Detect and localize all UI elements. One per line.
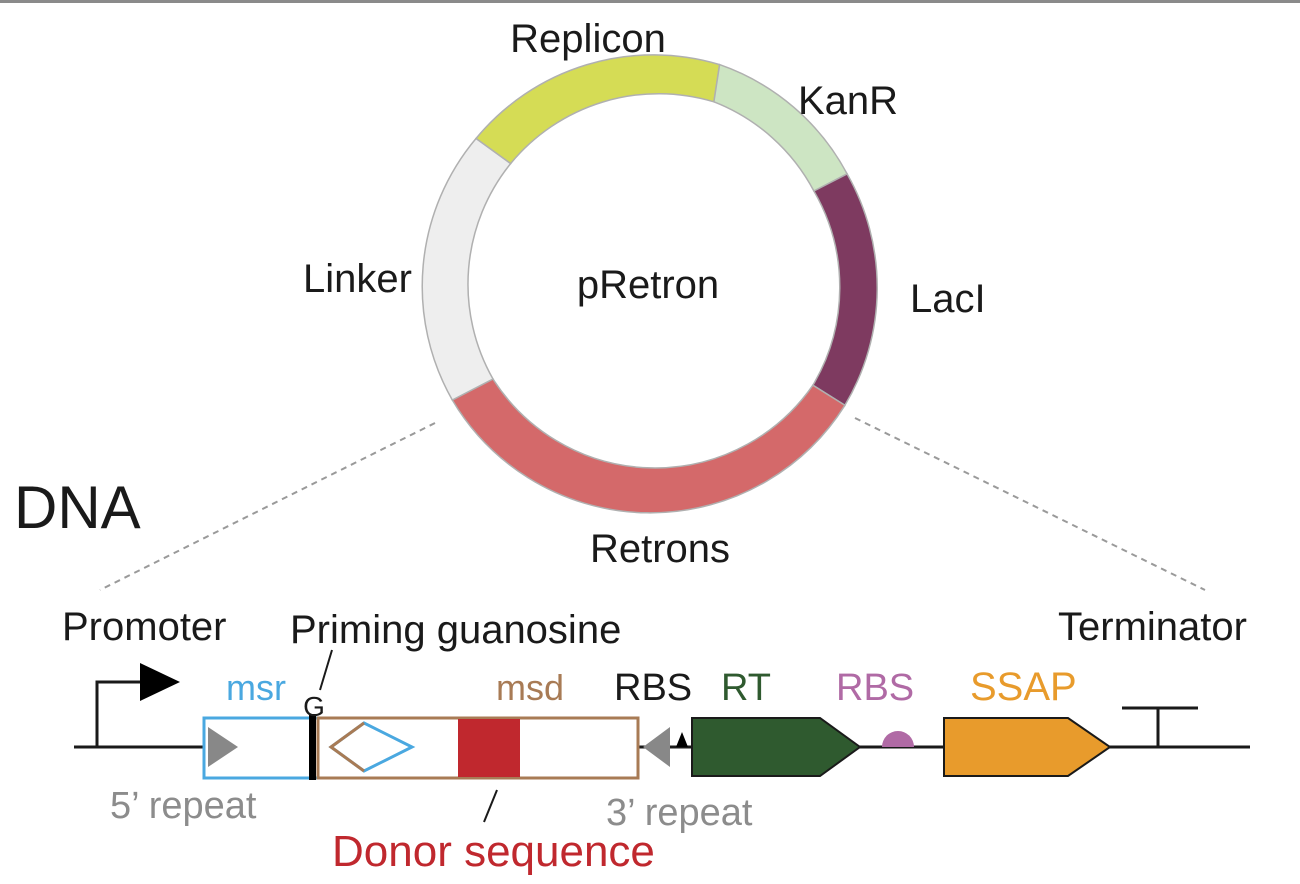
rt-gene (691, 717, 862, 777)
rt-label: RT (721, 667, 771, 709)
linker-label: Linker (303, 257, 412, 301)
plasmid-segment-laci (811, 172, 878, 407)
plasmid-name: pRetron (577, 263, 719, 307)
rbs-2-icon (882, 731, 914, 747)
promoter-icon (95, 680, 142, 747)
priming-guanosine-label: Priming guanosine (290, 608, 621, 652)
construct: Promoter Priming guanosine G Terminator … (62, 605, 1250, 876)
ssap-gene (943, 717, 1112, 777)
rbs-2-label: RBS (836, 667, 914, 709)
plasmid-map: pRetron Replicon KanR LacI Retrons Linke… (303, 17, 986, 571)
donor-sequence-box (458, 719, 520, 777)
kanr-label: KanR (798, 79, 898, 123)
laci-label: LacI (910, 277, 986, 321)
replicon-label: Replicon (510, 17, 666, 61)
g-label: G (303, 691, 325, 722)
plasmid-segment-linker (421, 137, 512, 401)
msd-label: msd (496, 667, 564, 708)
plasmid-segment-retrons (451, 378, 846, 514)
repeat-3-icon (643, 727, 670, 767)
promoter-arrowhead-icon (140, 663, 180, 701)
rbs-1-icon (676, 732, 688, 747)
zoom-line-right (854, 417, 1206, 591)
zoom-line-left (99, 422, 436, 591)
donor-leader (483, 789, 498, 823)
donor-sequence-label: Donor sequence (332, 827, 655, 876)
repeat-3-label: 3’ repeat (606, 792, 753, 834)
rbs-1-label: RBS (614, 667, 692, 709)
plasmid-segment-replicon (474, 54, 721, 165)
priming-guanosine-leader (319, 649, 333, 691)
terminator-label: Terminator (1058, 605, 1247, 649)
section-title: DNA (14, 474, 141, 541)
priming-guanosine-mark (309, 714, 316, 780)
msr-label: msr (226, 667, 286, 708)
promoter-label: Promoter (62, 605, 227, 649)
msd-arrow-icon (328, 721, 365, 773)
repeat-5-label: 5’ repeat (110, 785, 257, 827)
repeat-5-icon (208, 727, 238, 767)
ssap-label: SSAP (970, 665, 1077, 709)
retrons-label: Retrons (590, 527, 730, 571)
